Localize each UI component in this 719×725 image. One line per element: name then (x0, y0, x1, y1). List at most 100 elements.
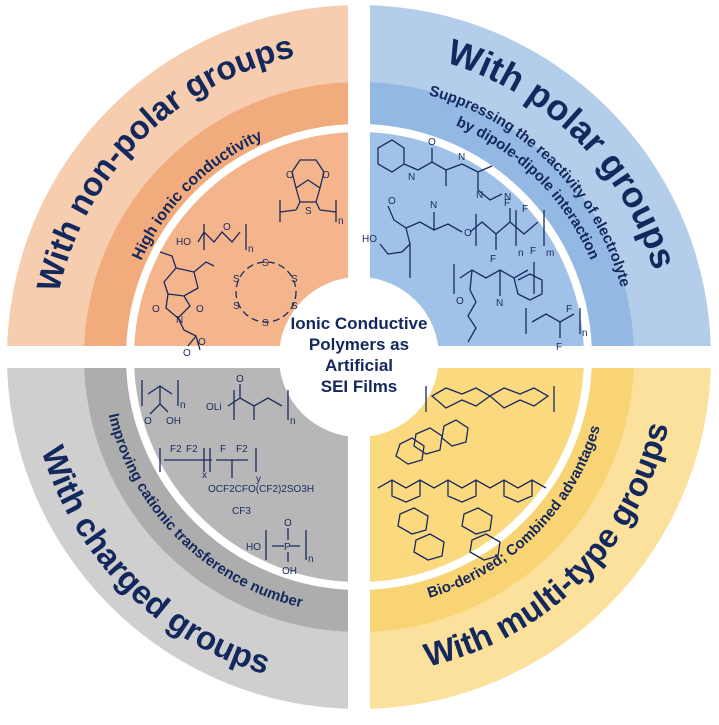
structures-charged: O OH n OLi O n F2 F2 F F2 x y OCF2CFO(CF… (141, 374, 314, 577)
structures-multi (377, 386, 555, 561)
sector-multi-inner (359, 357, 588, 586)
phosphate-oh: OH (282, 566, 297, 577)
pedot-o2: O (322, 170, 330, 181)
nafion-f: F (220, 444, 226, 455)
center-line-1: Ionic Conductive (291, 314, 428, 333)
ptfe-n: n (582, 328, 588, 339)
phosphate-o: O (284, 518, 292, 529)
cyclodextrin-upper (395, 419, 469, 465)
structure-polyphosphate: HO P O OH n (246, 518, 314, 577)
center-line-2: Polymers as (309, 335, 409, 354)
structure-cellulose (425, 386, 555, 412)
structure-pedot: O O S n (279, 159, 344, 227)
fluoro-f1: F (490, 254, 496, 265)
crown-s3: S (291, 301, 298, 312)
peg-n: n (248, 244, 254, 255)
paa-o: O (144, 416, 152, 427)
structure-imide: O N O O O (152, 251, 215, 359)
lactate-oli: OLi (206, 402, 222, 413)
urethane-n2: N (458, 152, 465, 163)
phosphate-p: P (284, 542, 291, 553)
fluoro-f2: F (504, 198, 510, 209)
lactate-n: n (290, 416, 296, 427)
imide-o1: O (152, 304, 160, 315)
acrylo-n: N (430, 200, 437, 211)
structure-ptfe: F F n (525, 304, 588, 353)
nafion-f2c: F2 (236, 444, 248, 455)
structures-polar: N O N N N O O HO N F F F F n m O N (362, 137, 588, 353)
structure-nafion: F2 F2 F F2 x y OCF2CFO(CF2)2SO3H CF3 (159, 444, 314, 517)
center-line-3: Artificial (325, 356, 393, 375)
phosphate-n: n (308, 554, 314, 565)
ptfe-f2: F (556, 342, 562, 353)
nafion-bonds (159, 448, 257, 478)
imide-bonds (159, 251, 215, 351)
center-circle (279, 277, 439, 437)
acrylo-ho: HO (362, 234, 377, 245)
cyclodextrin-chain (377, 479, 547, 503)
paa-n: n (180, 400, 186, 411)
structure-acrylonitrile: O O HO N (362, 196, 472, 278)
lactate-o: O (236, 374, 244, 385)
styrene-n: N (496, 298, 503, 309)
pedot-bonds (279, 159, 337, 222)
peg-bonds (197, 224, 247, 250)
imide-o2: O (196, 304, 204, 315)
fluoro-f3: F (522, 204, 528, 215)
acrylo-o2: O (464, 228, 472, 239)
urethane-o: O (428, 137, 436, 148)
peg-o: O (223, 222, 231, 233)
nafion-f2a: F2 (170, 444, 182, 455)
pedot-s: S (305, 206, 312, 217)
structure-urethane: N O N N N (377, 137, 511, 203)
structure-paa: O OH n (141, 380, 186, 427)
ptfe-bonds (525, 308, 581, 338)
cellulose-bonds (425, 386, 555, 412)
sector-charged-inner (130, 357, 359, 586)
imide-n: N (176, 315, 183, 326)
fluoro-f4: F (530, 246, 536, 257)
crown-s4: S (262, 318, 269, 329)
styrene-bonds (453, 262, 543, 343)
urethane-n4: N (504, 192, 511, 203)
structure-crown: S S S S S S (233, 258, 298, 329)
fluoro-n: n (518, 248, 524, 259)
crown-s2: S (291, 274, 298, 285)
crown-s1: S (262, 258, 269, 269)
center-line-4: SEI Films (321, 377, 398, 396)
urethane-n3: N (476, 190, 483, 201)
sector-nonpolar-inner (130, 128, 359, 357)
phosphate-ho: HO (246, 542, 261, 553)
fluoro-m: m (546, 248, 554, 259)
structure-lithium-lactate: OLi O n (206, 374, 296, 427)
nafion-y: y (256, 474, 261, 485)
center-hub: Ionic Conductive Polymers as Artificial … (279, 277, 439, 437)
structure-styrene-copolymer: O N (453, 262, 543, 343)
crown-s6: S (233, 274, 240, 285)
ptfe-f1: F (566, 304, 572, 315)
pedot-o1: O (286, 170, 294, 181)
nafion-side-chain: OCF2CFO(CF2)2SO3H (208, 484, 314, 495)
acrylo-o1: O (388, 196, 396, 207)
paa-oh: OH (166, 416, 181, 427)
nafion-cf3: CF3 (232, 506, 251, 517)
structure-fluoropolymer: F F F F n m (469, 198, 554, 265)
urethane-n1: N (408, 172, 415, 183)
paa-bonds (141, 380, 179, 415)
peg-ho: HO (176, 237, 191, 248)
imide-o4: O (183, 348, 191, 359)
nafion-x: x (202, 470, 207, 481)
styrene-o: O (456, 296, 464, 307)
pedot-n: n (338, 216, 344, 227)
crown-s5: S (233, 301, 240, 312)
acrylo-bonds (379, 205, 463, 278)
structure-peg: HO n O (176, 222, 254, 255)
phosphate-bonds (265, 528, 307, 562)
urethane-bonds (377, 139, 503, 201)
lactate-bonds (227, 384, 289, 420)
structures-nonpolar: HO n O O O S n S S S S S S O N O O (152, 159, 344, 359)
crown-ring (235, 261, 297, 323)
nafion-f2b: F2 (186, 444, 198, 455)
